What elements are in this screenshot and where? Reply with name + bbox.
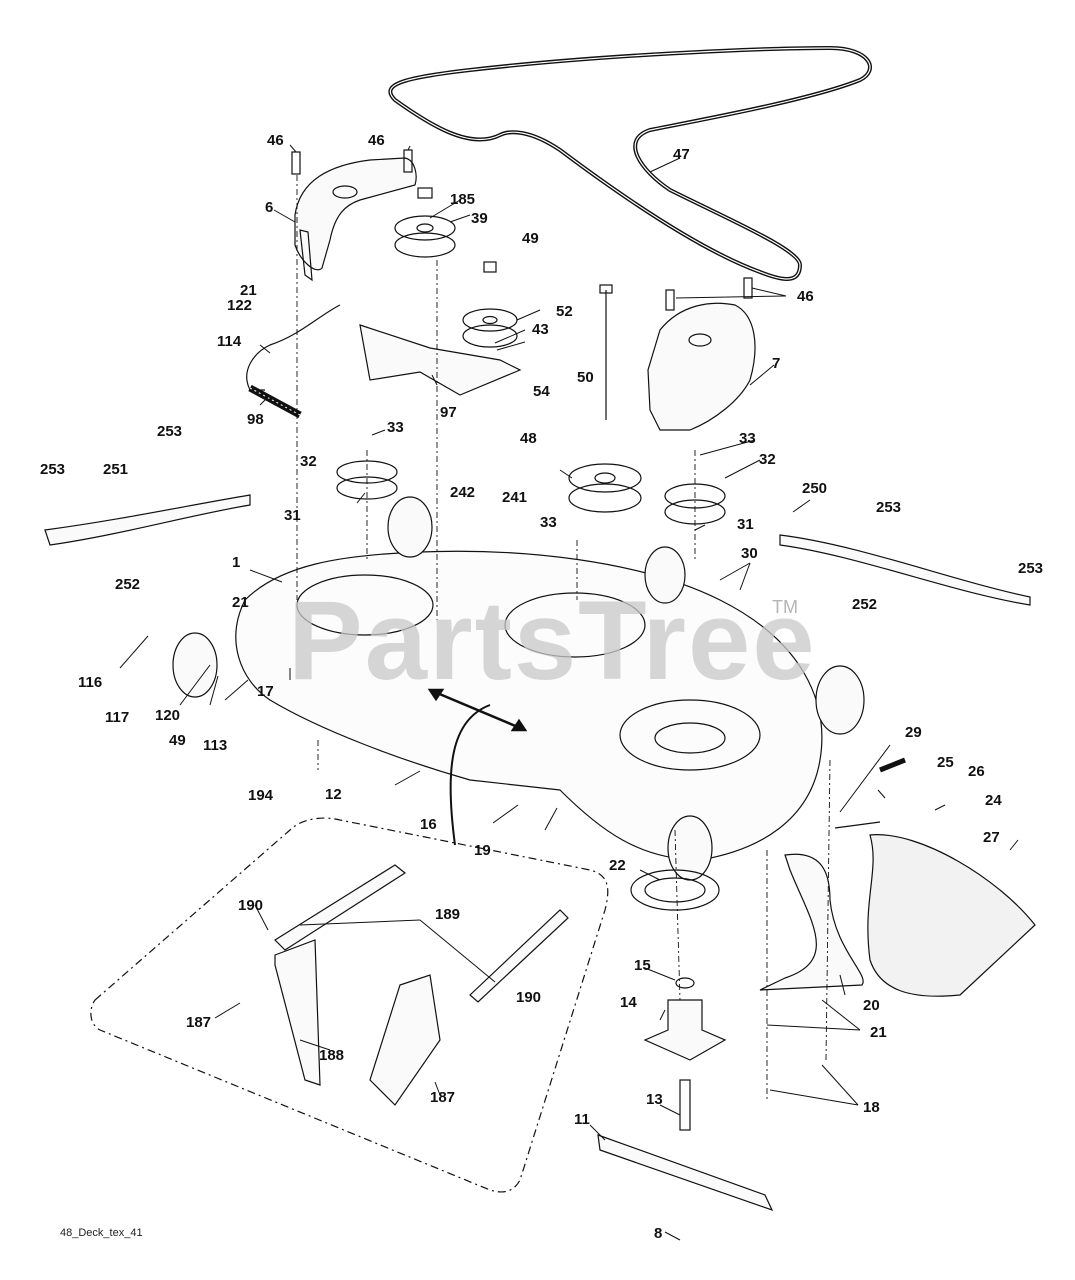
belt-cover-right [647,302,756,431]
callout-241: 241 [502,489,528,506]
callout-13: 13 [646,1091,663,1108]
callout-22: 22 [609,857,626,874]
callout-7: 7 [772,355,781,372]
callout-1: 1 [232,554,241,571]
callout-52: 52 [556,303,573,320]
gauge-wheels [172,496,865,881]
idler-arm-bracket [359,324,522,396]
callout-18: 18 [863,1099,880,1116]
callout-253: 253 [157,423,183,440]
watermark: PartsTree [288,578,817,703]
lift-links [274,864,569,1106]
callout-113: 113 [203,737,228,754]
callout-8: 8 [654,1225,663,1242]
callout-98: 98 [247,411,264,428]
callout-30: 30 [741,545,758,562]
callout-16: 16 [420,816,437,833]
callout-49: 49 [522,230,539,247]
callout-26: 26 [968,763,985,780]
callout-185: 185 [450,191,476,208]
callout-19: 19 [474,842,491,859]
discharge-chute [759,757,1036,997]
callout-48: 48 [520,430,537,447]
detail-inset-border [90,817,609,1193]
direction-arrow [427,688,528,846]
callout-20: 20 [863,997,880,1014]
tension-spring [248,384,302,419]
callout-21: 21 [232,594,249,611]
mower-deck [235,550,823,861]
callout-252: 252 [852,596,878,613]
callout-32: 32 [300,453,317,470]
callout-252: 252 [115,576,141,593]
callout-33: 33 [739,430,756,447]
callout-242: 242 [450,484,476,501]
callout-46: 46 [797,288,814,305]
stabilizer-bar-right [779,534,1031,606]
callout-31: 31 [284,507,301,524]
callout-43: 43 [532,321,549,338]
callout-11: 11 [574,1111,590,1128]
callout-250: 250 [802,480,828,497]
idler-pulley-48 [568,284,642,513]
callout-27: 27 [983,829,1000,846]
callout-54: 54 [533,383,550,400]
callout-31: 31 [737,516,754,533]
callout-15: 15 [634,957,651,974]
callout-189: 189 [435,906,461,923]
callout-21: 21 [240,282,257,299]
callout-32: 32 [759,451,776,468]
idler-pulley-39 [394,187,456,258]
callout-17: 17 [257,683,274,700]
callout-12: 12 [325,786,342,803]
tension-rod [246,304,341,391]
callout-50: 50 [577,369,594,386]
callout-33: 33 [387,419,404,436]
callout-114: 114 [217,333,242,350]
trademark-mark: TM [772,597,798,617]
callout-97: 97 [440,404,457,421]
assembly-axes [296,175,831,1100]
callout-253: 253 [1018,560,1044,577]
callout-253: 253 [40,461,66,478]
callout-33: 33 [540,514,557,531]
callout-187: 187 [186,1014,212,1031]
callout-188: 188 [319,1047,345,1064]
callout-24: 24 [985,792,1002,809]
callout-47: 47 [673,146,690,163]
spindle-assembly [597,869,774,1212]
callout-29: 29 [905,724,922,741]
callout-251: 251 [103,461,129,478]
idler-pulley-52 [462,261,518,348]
callout-194: 194 [248,787,274,804]
callout-122: 122 [227,297,253,314]
callout-14: 14 [620,994,637,1011]
belt-cover-left [294,157,417,282]
callout-49: 49 [169,732,186,749]
callout-25: 25 [937,754,954,771]
callout-253: 253 [876,499,902,516]
callout-117: 117 [105,709,130,726]
callout-187: 187 [430,1089,456,1106]
drive-belt [388,45,872,281]
callout-46: 46 [368,132,385,149]
callout-39: 39 [471,210,488,227]
diagram-code: 48_Deck_tex_41 [60,1227,143,1239]
callout-6: 6 [265,199,274,216]
callout-21: 21 [870,1024,887,1041]
callout-190: 190 [516,989,542,1006]
callout-46: 46 [267,132,284,149]
stabilizer-bar-left [44,494,251,546]
callout-190: 190 [238,897,264,914]
callout-116: 116 [78,674,103,691]
callout-120: 120 [155,707,181,724]
leader-lines [119,144,1019,1241]
